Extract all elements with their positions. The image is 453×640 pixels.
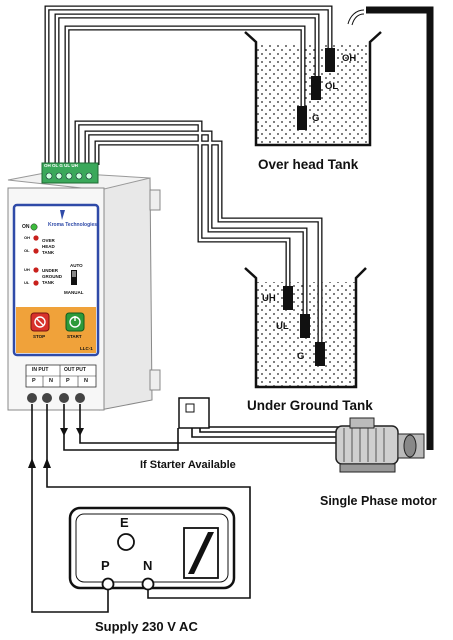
probe-label-uh: UH bbox=[262, 293, 276, 304]
brand-logo bbox=[60, 210, 65, 220]
input-p-label: P bbox=[32, 378, 36, 384]
pipe-outlet bbox=[347, 9, 365, 26]
earth-pin bbox=[117, 533, 135, 551]
terminal-strip-label: OH OL G UL UH bbox=[44, 163, 78, 168]
water-pipe bbox=[366, 6, 434, 450]
output-label: OUT PUT bbox=[64, 367, 86, 373]
input-n-gland bbox=[42, 393, 52, 403]
manual-label: MANUAL bbox=[64, 290, 84, 295]
oh-led bbox=[33, 235, 39, 241]
single-phase-motor bbox=[335, 417, 425, 473]
on-label: ON bbox=[22, 224, 30, 230]
flow-arrows bbox=[28, 428, 84, 468]
input-p-gland bbox=[27, 393, 37, 403]
overhead-tank-label: Over head Tank bbox=[258, 157, 359, 172]
input-n-label: N bbox=[49, 378, 53, 384]
output-p-gland bbox=[59, 393, 69, 403]
auto-label: AUTO bbox=[70, 263, 83, 268]
probe-uh bbox=[283, 286, 293, 310]
ul-led bbox=[33, 280, 39, 286]
probe-label-g-overhead: G bbox=[312, 113, 320, 124]
socket-phase-label: P bbox=[101, 558, 110, 573]
uh-led bbox=[33, 267, 39, 273]
brand-name: Kroma Technologies bbox=[48, 222, 98, 228]
probe-oh bbox=[325, 48, 335, 72]
auto-manual-switch[interactable] bbox=[71, 270, 77, 285]
start-label: START bbox=[67, 334, 82, 339]
supply-label: Supply 230 V AC bbox=[95, 619, 198, 634]
socket-neutral-label: N bbox=[143, 558, 153, 573]
probe-g-underground bbox=[315, 342, 325, 366]
motor-label: Single Phase motor bbox=[320, 494, 437, 508]
phase-pin bbox=[101, 577, 115, 591]
starter-box bbox=[178, 397, 210, 429]
uh-led-label: UH bbox=[24, 267, 30, 272]
probe-ol bbox=[311, 76, 321, 100]
output-n-label: N bbox=[84, 378, 88, 384]
ul-led-label: UL bbox=[24, 280, 30, 285]
overhead-indicator-label: OVER HEAD TANK bbox=[42, 238, 55, 255]
socket-earth-label: E bbox=[120, 515, 129, 530]
starter-label: If Starter Available bbox=[140, 459, 236, 471]
probe-g-overhead bbox=[297, 106, 307, 130]
probe-wires bbox=[44, 5, 333, 346]
stop-label: STOP bbox=[33, 334, 46, 339]
probe-label-g-underground: G bbox=[297, 351, 305, 362]
oh-led-label: OH bbox=[24, 235, 30, 240]
probe-ul bbox=[300, 314, 310, 338]
ol-led-label: OL bbox=[24, 248, 30, 253]
underground-probes bbox=[283, 286, 325, 366]
probe-label-oh: OH bbox=[342, 53, 357, 64]
output-p-label: P bbox=[66, 378, 70, 384]
probe-label-ul: UL bbox=[276, 321, 289, 332]
input-label: IN PUT bbox=[32, 367, 49, 373]
underground-indicator-label: UNDER GROUND TANK bbox=[42, 268, 62, 285]
controller-unit bbox=[7, 162, 161, 411]
probe-label-ol: OL bbox=[325, 81, 339, 92]
supply-socket bbox=[68, 506, 236, 591]
neutral-pin bbox=[141, 577, 155, 591]
overhead-probes bbox=[297, 48, 335, 130]
underground-tank-label: Under Ground Tank bbox=[247, 398, 373, 413]
output-n-gland bbox=[75, 393, 85, 403]
start-button[interactable] bbox=[65, 312, 85, 332]
ol-led bbox=[33, 248, 39, 254]
on-led bbox=[30, 223, 38, 231]
model-label: LLC-1 bbox=[80, 346, 93, 351]
